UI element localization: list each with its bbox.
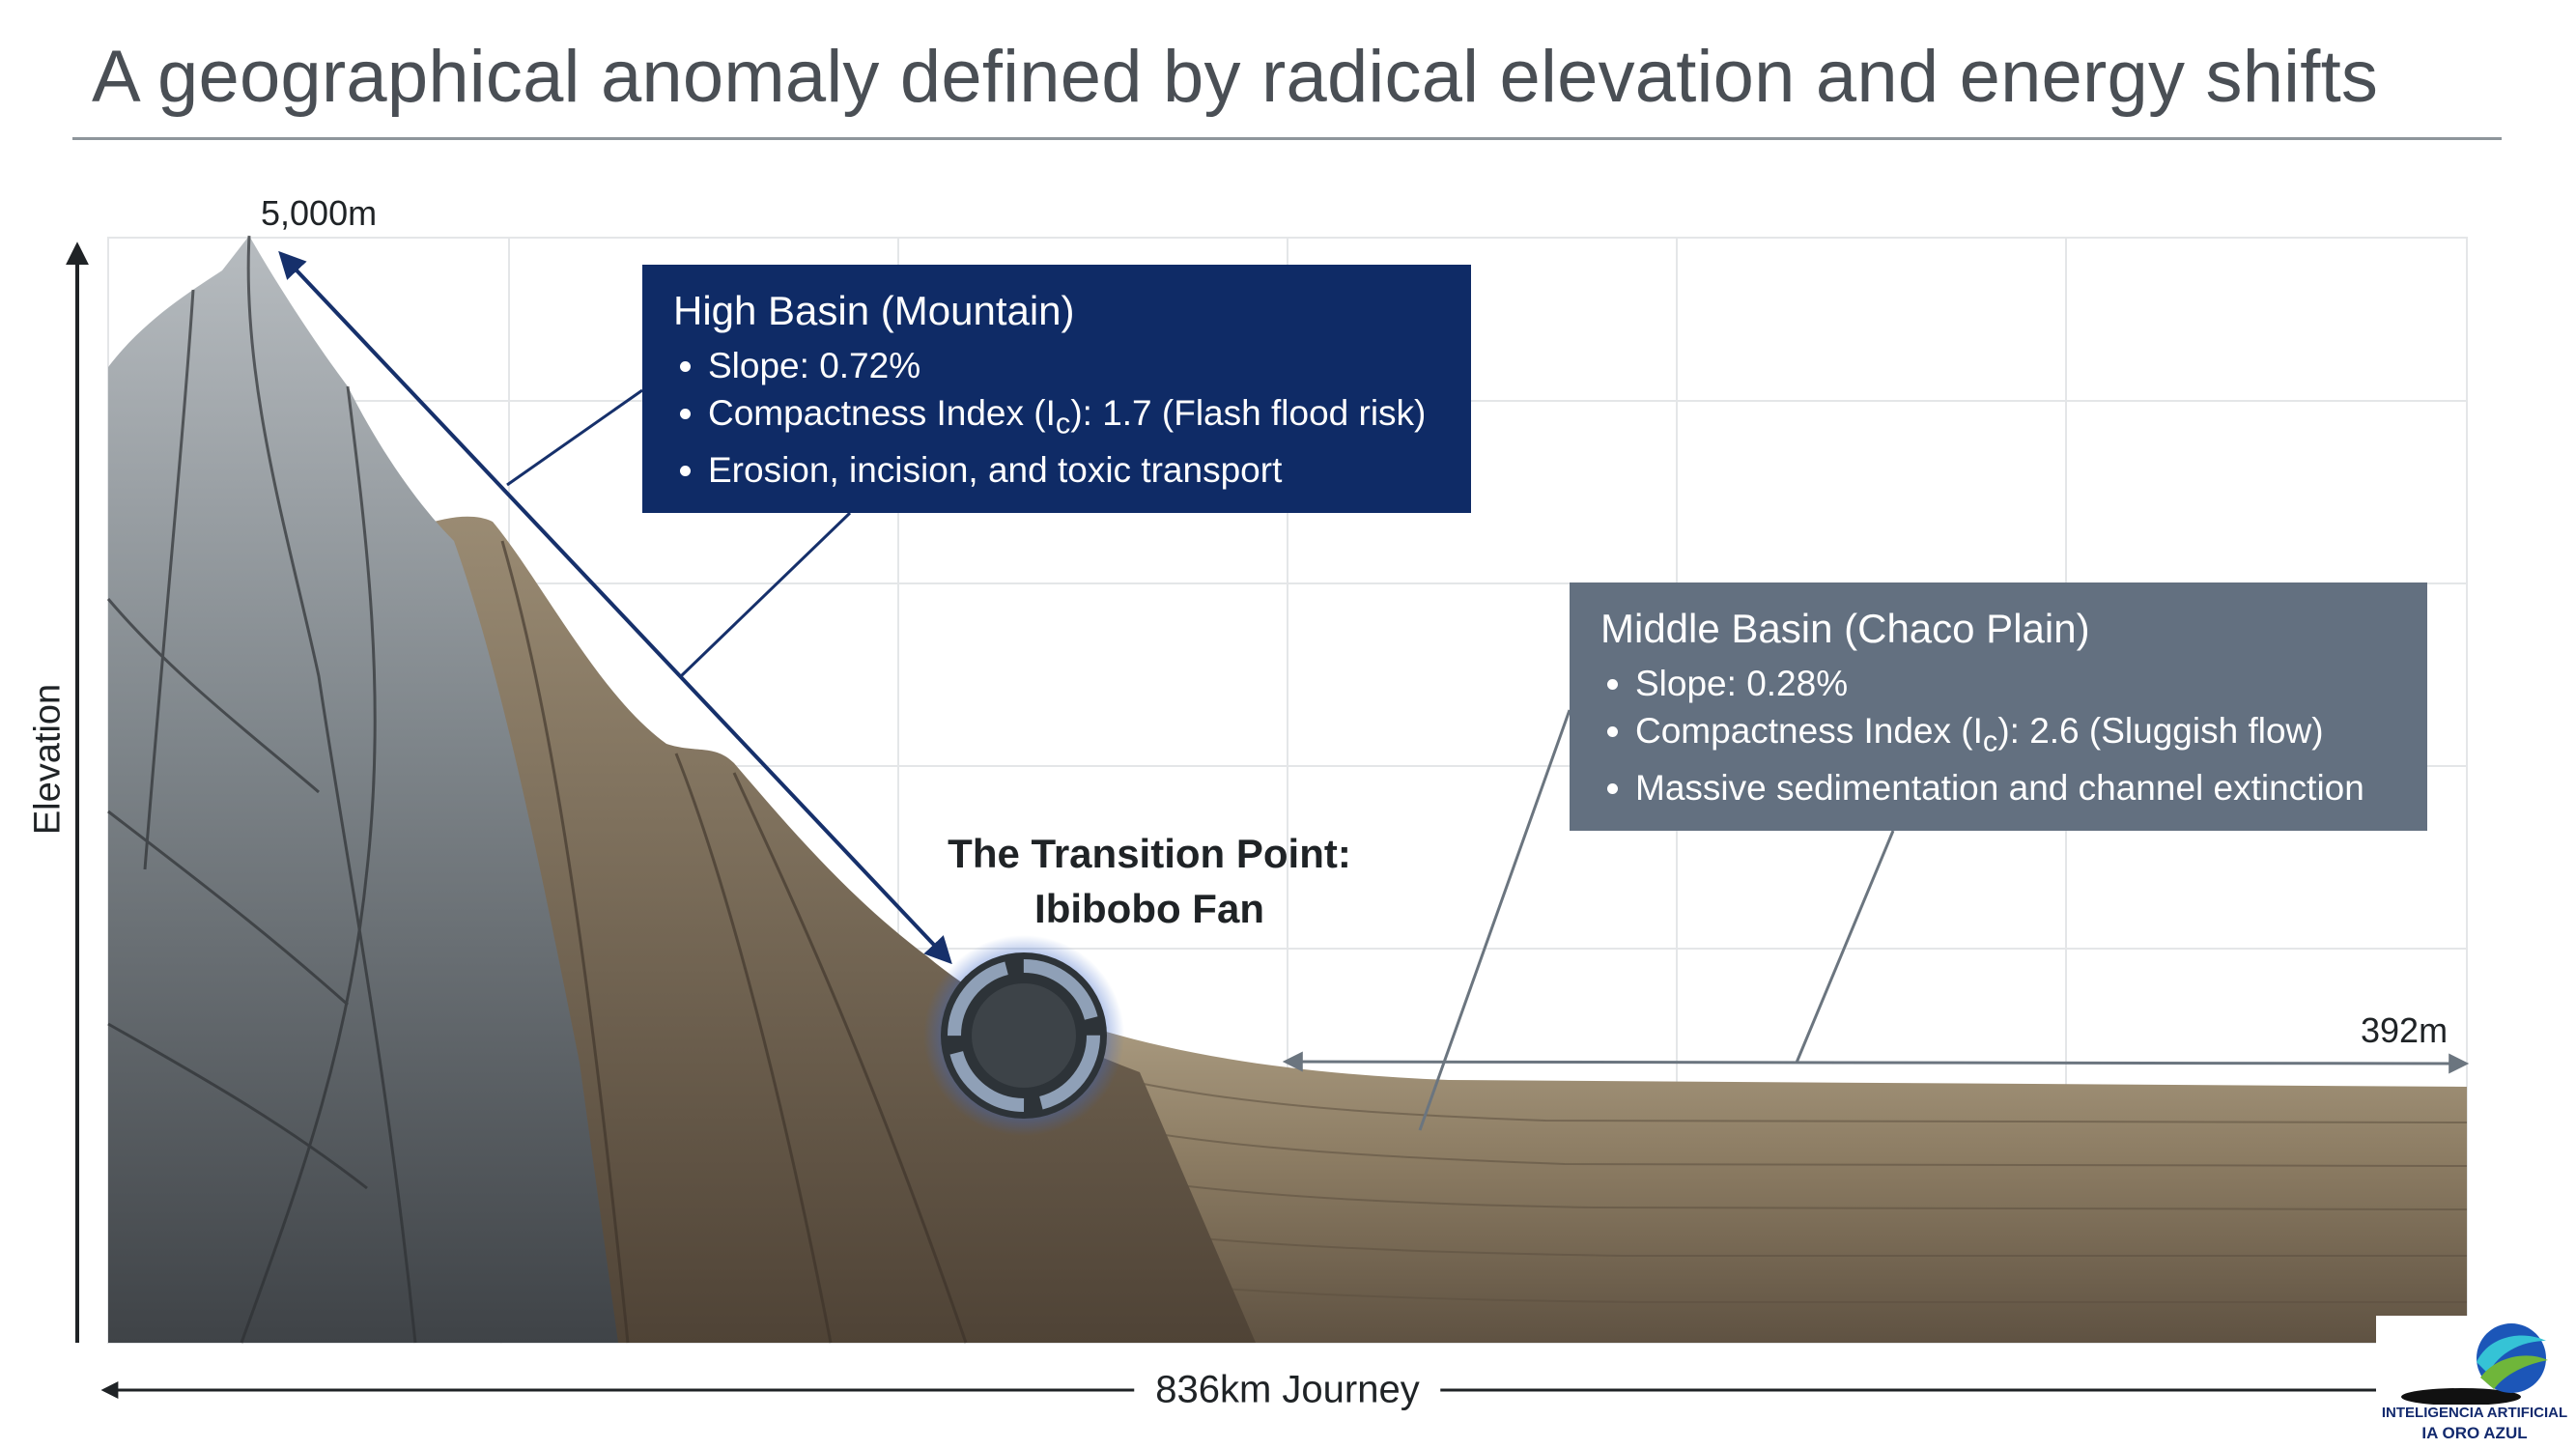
high-basin-callout: High Basin (Mountain) Slope: 0.72% Compa… bbox=[642, 265, 1471, 513]
wave-globe-logo-icon bbox=[2401, 1323, 2548, 1406]
slope-arrow bbox=[278, 250, 952, 965]
logo-text-line-2: IA ORO AZUL bbox=[2421, 1424, 2528, 1442]
middle-basin-slope: Slope: 0.28% bbox=[1635, 660, 2427, 707]
high-basin-compactness: Compactness Index (Ic): 1.7 (Flash flood… bbox=[708, 389, 1471, 446]
high-basin-list: Slope: 0.72% Compactness Index (Ic): 1.7… bbox=[673, 342, 1471, 494]
title-divider bbox=[72, 137, 2502, 140]
middle-basin-callout: Middle Basin (Chaco Plain) Slope: 0.28% … bbox=[1570, 582, 2427, 831]
plain-elevation-label: 392m bbox=[2361, 1010, 2449, 1050]
target-ring-icon bbox=[923, 935, 1124, 1136]
high-basin-title: High Basin (Mountain) bbox=[673, 288, 1075, 333]
logo-text-line-1: INTELIGENCIA ARTIFICIAL bbox=[2381, 1405, 2568, 1421]
transition-line-1: The Transition Point: bbox=[948, 831, 1351, 876]
middle-basin-list: Slope: 0.28% Compactness Index (Ic): 2.6… bbox=[1600, 660, 2427, 811]
middle-basin-compactness: Compactness Index (Ic): 2.6 (Sluggish fl… bbox=[1635, 707, 2427, 764]
page-title: A geographical anomaly defined by radica… bbox=[92, 36, 2379, 118]
high-basin-slope: Slope: 0.72% bbox=[708, 342, 1471, 389]
transition-line-2: Ibibobo Fan bbox=[1034, 886, 1264, 931]
plain-span-arrow bbox=[1282, 1051, 2470, 1074]
brand-logo bbox=[2376, 1316, 2573, 1447]
peak-elevation-label: 5,000m bbox=[261, 193, 378, 233]
middle-basin-title: Middle Basin (Chaco Plain) bbox=[1600, 606, 2090, 651]
transition-point-label: The Transition Point: Ibibobo Fan bbox=[948, 826, 1351, 936]
y-axis-label: Elevation bbox=[27, 683, 69, 836]
high-basin-note: Erosion, incision, and toxic transport bbox=[708, 446, 1471, 494]
x-axis-label: 836km Journey bbox=[1134, 1368, 1441, 1412]
middle-basin-note: Massive sedimentation and channel extinc… bbox=[1635, 764, 2427, 811]
